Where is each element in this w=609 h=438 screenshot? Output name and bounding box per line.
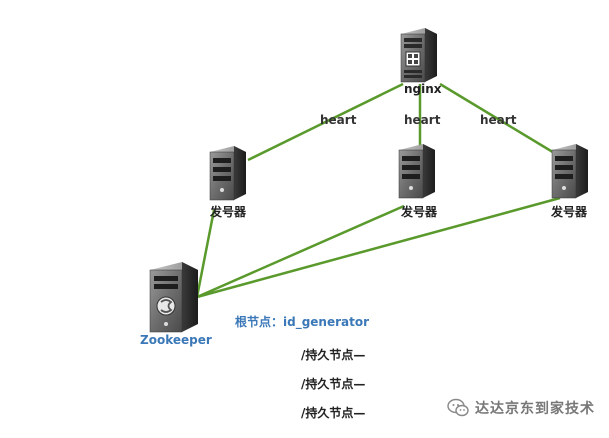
child-node-label: /持久节点— xyxy=(301,406,366,420)
child-node-label: /持久节点— xyxy=(301,348,366,362)
edge-zk-gen-mid xyxy=(196,204,405,299)
generator-left-server-icon xyxy=(209,146,246,201)
watermark-text: 达达京东到家技术 xyxy=(475,401,595,417)
watermark: 达达京东到家技术 xyxy=(447,398,595,418)
wechat-icon xyxy=(447,398,469,417)
nginx-label: nginx xyxy=(404,82,442,96)
edge-zk-gen-right xyxy=(196,196,561,299)
generator-left-label: 发号器 xyxy=(210,205,247,219)
edge-nginx-gen-right xyxy=(439,82,557,156)
generator-mid-server-icon xyxy=(398,144,435,199)
generator-mid-label: 发号器 xyxy=(401,205,438,219)
generator-right-label: 发号器 xyxy=(551,205,588,219)
zookeeper-label: Zookeeper xyxy=(140,333,212,347)
zookeeper-server-icon xyxy=(149,262,198,333)
child-node-label: /持久节点— xyxy=(301,377,366,391)
edge-zk-gen-left xyxy=(195,209,216,298)
heart-label-mid: heart xyxy=(404,113,441,127)
nginx-server-icon xyxy=(400,28,437,83)
edge-nginx-gen-left xyxy=(247,82,404,162)
edges xyxy=(195,82,561,299)
heart-label-right: heart xyxy=(480,113,517,127)
generator-right-server-icon xyxy=(551,144,588,199)
heart-label-left: heart xyxy=(320,113,357,127)
root-node-label: 根节点：id_generator xyxy=(235,315,370,329)
